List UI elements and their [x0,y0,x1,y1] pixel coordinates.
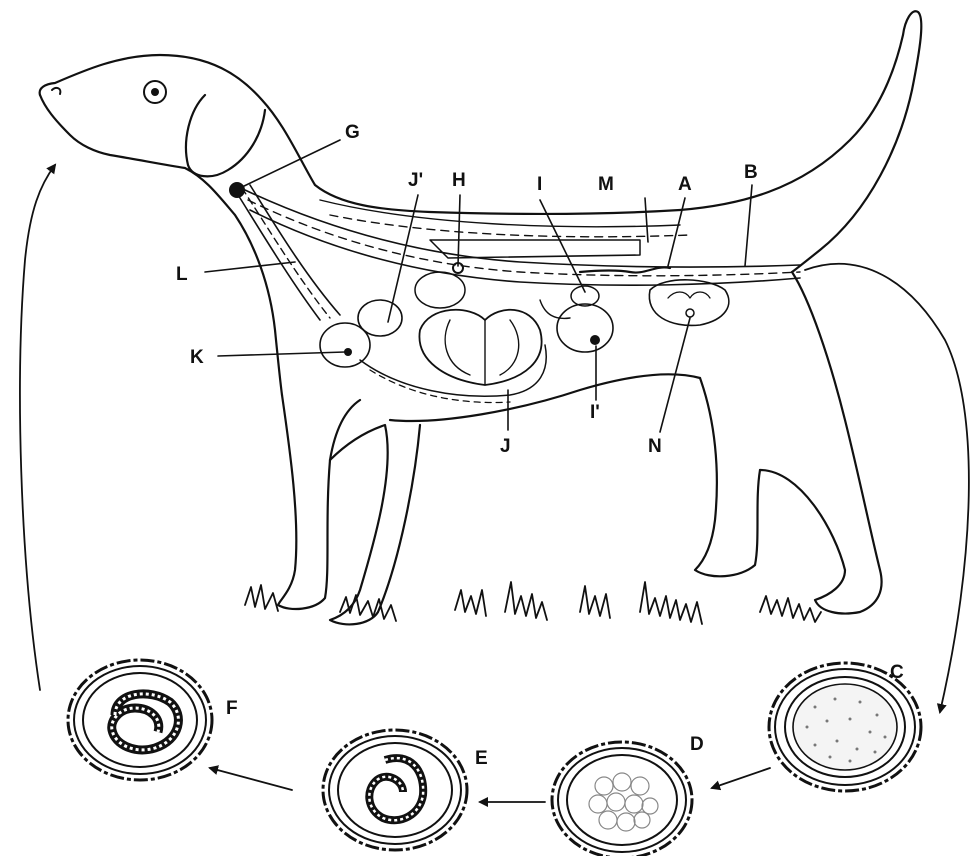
arrow-icon [20,165,55,690]
leader-l [205,262,295,272]
dog-ear [186,95,265,176]
dog-front-leg-right [330,425,420,624]
arrow-icon [210,768,292,790]
dog-nose [52,88,60,94]
label-d: D [690,734,704,755]
egg-icon [552,742,692,856]
dog-hind-leg-left [695,378,760,576]
dog-belly [390,374,700,421]
arrow-icon [712,768,770,788]
label-g: G [345,122,360,143]
aorta-wall [250,210,800,285]
label-e: E [475,748,488,769]
label-i-prime: I' [590,402,600,423]
node-i-prime [590,335,600,345]
label-m: M [598,174,614,195]
node-n [686,309,694,317]
leader-a [668,198,685,266]
label-a: A [678,174,692,195]
bladder-content [668,292,710,298]
liver [557,304,613,352]
grass [245,582,821,624]
dog-outline-jaw [40,95,282,395]
egg-icon [68,660,212,780]
heart [419,310,541,385]
intestine-a [580,267,670,272]
leader-m [645,198,648,242]
label-l: L [176,264,188,285]
label-j-prime: J' [408,170,423,191]
egg-icon [323,730,467,850]
trachea [235,190,320,320]
leader-lines [205,140,752,432]
organ-i [571,286,599,306]
lung-lower [320,323,370,367]
dog-pupil [151,88,159,96]
trachea-wall [250,185,340,315]
leader-k [218,352,345,356]
vessel-loop-dash [370,370,510,403]
label-h: H [452,170,466,191]
label-b: B [744,162,758,183]
dog-hind-leg-right [760,272,882,614]
dog-outline-top [40,11,922,272]
heart-vessel-2 [500,320,519,375]
label-i: I [537,174,542,195]
label-k: K [190,347,204,368]
dog-front-leg-left [278,395,360,609]
aorta-dash [248,200,800,276]
internal-organs [229,182,800,403]
gland-g [229,182,245,198]
leader-g [240,140,340,188]
liver-duct [540,300,570,318]
labels: G J' H I M A B L K I' J N C D E F [176,122,904,769]
label-j: J [500,436,511,457]
heart-vessel-1 [445,320,470,375]
leader-b [745,185,752,266]
label-n: N [648,436,662,457]
label-f: F [226,698,238,719]
stomach [415,272,465,308]
label-c: C [890,662,904,683]
arrow-icon [805,264,969,712]
dog-figure [40,11,922,624]
